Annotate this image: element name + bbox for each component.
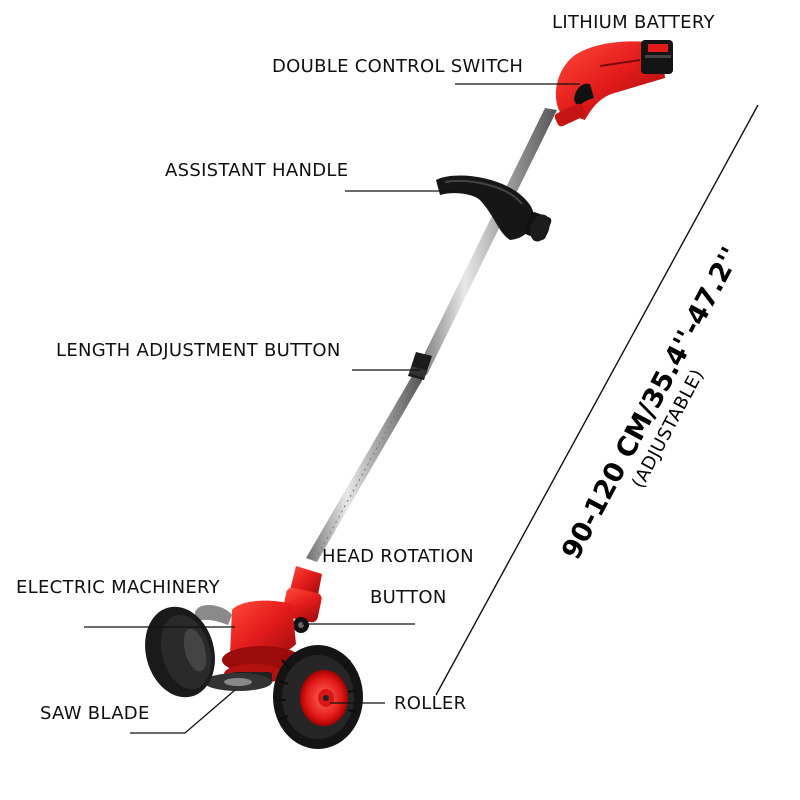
- lower-shaft: [306, 376, 423, 562]
- label-assistant-handle: ASSISTANT HANDLE: [165, 160, 349, 181]
- length-adjustment-clamp: [408, 352, 432, 380]
- assistant-handle: [436, 175, 552, 242]
- roller-wheel: [273, 645, 363, 749]
- label-lithium-battery: LITHIUM BATTERY: [552, 12, 715, 33]
- label-length-adjustment-button: LENGTH ADJUSTMENT BUTTON: [56, 340, 341, 361]
- label-roller: ROLLER: [394, 693, 467, 714]
- label-saw-blade: SAW BLADE: [40, 703, 150, 724]
- left-wheel: [145, 606, 215, 698]
- leader-saw-blade: [130, 689, 236, 734]
- saw-blade: [195, 604, 272, 691]
- label-electric-machinery: ELECTRIC MACHINERY: [16, 577, 220, 598]
- main-handle: [554, 40, 673, 127]
- leader-lines: [84, 83, 580, 734]
- label-head-rotation: HEAD ROTATION: [322, 546, 474, 567]
- upper-shaft: [415, 108, 557, 375]
- label-double-control-switch: DOUBLE CONTROL SWITCH: [272, 56, 524, 77]
- dimension-line: [435, 104, 759, 696]
- label-head-rotation-button: BUTTON: [370, 587, 447, 608]
